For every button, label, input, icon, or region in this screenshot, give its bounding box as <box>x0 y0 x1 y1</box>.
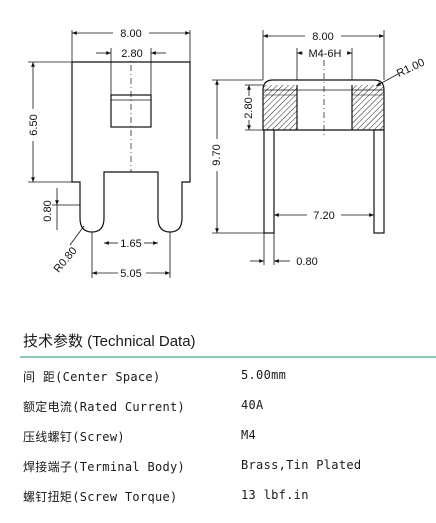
side-radius-label: R1.00 <box>395 57 427 80</box>
spec-row-terminal-body: 焊接端子(Terminal Body) Brass,Tin Plated <box>23 458 423 478</box>
front-height-label: 6.50 <box>28 114 40 135</box>
spec-value: 13 lbf.in <box>241 488 309 502</box>
side-dimension-labels: 8.00 M4-6H R1.00 2.80 9.70 7.20 0.80 <box>210 30 427 268</box>
front-body-outline <box>71 61 191 233</box>
front-dimensions <box>28 30 191 278</box>
spec-label: 间 距(Center Space) <box>23 370 161 384</box>
front-width-label: 8.00 <box>120 28 141 40</box>
spec-row-screw-torque: 螺钉扭矩(Screw Torque) 13 lbf.in <box>23 488 423 508</box>
front-radius-label: R0.80 <box>52 245 80 275</box>
spec-label: 额定电流(Rated Current) <box>23 400 186 414</box>
spec-row-center-space: 间 距(Center Space) 5.00mm <box>23 368 423 388</box>
front-slot-label: 2.80 <box>121 48 142 60</box>
side-block-height-label: 2.80 <box>243 97 255 118</box>
front-dimension-labels: 8.00 2.80 6.50 0.80 R0.80 1.65 5.05 <box>26 27 149 280</box>
spec-label: 螺钉扭矩(Screw Torque) <box>23 490 178 504</box>
front-pin-thickness-label: 0.80 <box>42 200 54 221</box>
front-view <box>71 52 191 233</box>
spec-label: 焊接端子(Terminal Body) <box>23 460 186 474</box>
spec-value: Brass,Tin Plated <box>241 458 362 472</box>
front-pin-pitch-label: 5.05 <box>120 268 141 280</box>
side-pin-left <box>263 129 275 234</box>
side-width-label: 8.00 <box>312 31 333 43</box>
spec-row-screw: 压线螺钉(Screw) M4 <box>23 428 423 448</box>
side-total-height-label: 9.70 <box>211 144 223 165</box>
section-divider <box>20 356 436 358</box>
spec-value: M4 <box>241 428 257 442</box>
technical-drawing: 8.00 2.80 6.50 0.80 R0.80 1.65 5.05 <box>26 27 427 280</box>
spec-value: 5.00mm <box>241 368 287 382</box>
side-pin-right <box>373 129 385 234</box>
side-pin-span-label: 7.20 <box>313 210 334 222</box>
side-pin-thickness-label: 0.80 <box>296 256 317 268</box>
side-hatch-left <box>263 85 297 130</box>
side-hatch-right <box>352 85 384 130</box>
front-pin-gap-label: 1.65 <box>120 238 141 250</box>
side-thread-label: M4-6H <box>308 48 341 60</box>
spec-value: 40A <box>241 398 264 412</box>
side-view <box>262 60 385 234</box>
section-title: 技术参数 (Technical Data) <box>23 333 196 350</box>
side-dimensions <box>212 30 399 265</box>
spec-label: 压线螺钉(Screw) <box>23 430 125 444</box>
spec-row-rated-current: 额定电流(Rated Current) 40A <box>23 398 423 418</box>
